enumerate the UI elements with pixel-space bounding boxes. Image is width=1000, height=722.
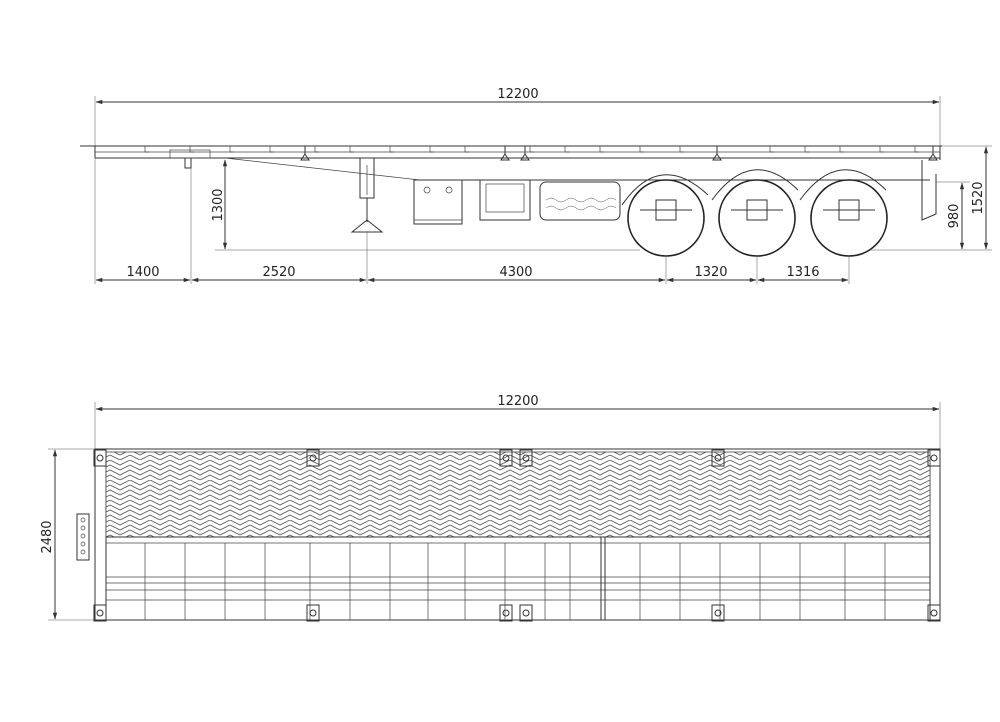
twist-lock-pads [93,449,941,622]
landing-gear [350,157,384,233]
frame-grid [105,536,931,621]
axle-spacing-2-label: 1316 [786,265,819,280]
wheel-axle-3 [810,179,888,257]
wheel-axle-2 [718,179,796,257]
side-overall-length-dimension: 12200 [94,87,941,148]
checker-plate-area [105,451,931,538]
king-pin-offset-label: 1400 [126,265,159,280]
deck-height-label: 1520 [971,181,986,214]
coupling-height-dimension: 1300 [211,159,640,251]
side-view: 12200 [80,87,992,284]
side-chain-dimensions: 1400 2520 4300 1320 1316 [94,158,850,284]
top-width-dimension: 2480 [40,448,95,621]
top-width-label: 2480 [40,520,55,553]
rear-bumper [921,160,937,221]
top-view: 12200 2480 [40,394,941,622]
axle-spacing-1-label: 1320 [694,265,727,280]
deck-height-dimension: 1520 [870,145,992,251]
top-overall-length-label: 12200 [497,394,538,409]
axle-group [621,169,888,257]
trailer-deck-frame [80,145,942,181]
coupling-height-label: 1300 [211,188,226,221]
front-coupling-marker [76,513,90,561]
spare-tire-carrier [479,179,621,221]
landing-gear-to-axle-label: 4300 [499,265,532,280]
side-overall-length-label: 12200 [497,87,538,102]
pin-to-landing-gear-label: 2520 [262,265,295,280]
rear-height-dimension: 980 [936,181,970,250]
rear-height-label: 980 [947,204,962,229]
top-overall-length-dimension: 12200 [94,394,941,450]
tool-box [413,179,463,225]
wheel-axle-1 [627,179,705,257]
king-pin [184,158,192,169]
